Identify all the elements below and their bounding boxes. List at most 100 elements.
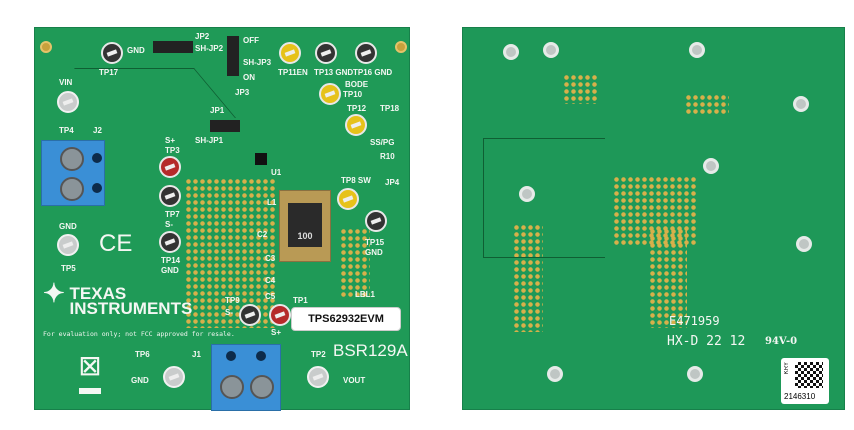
- test-point-tp16[interactable]: [355, 42, 377, 64]
- silk-text: JP4: [385, 178, 400, 187]
- test-point-tp8[interactable]: [337, 188, 359, 210]
- via: [703, 158, 719, 174]
- test-point-tp15[interactable]: [365, 210, 387, 232]
- silk-text: GND: [365, 248, 383, 257]
- silk-text: TP12: [347, 104, 367, 113]
- wire-hole: [226, 351, 236, 361]
- silk-text: TP2: [311, 350, 326, 359]
- silk-text: TP16 GND: [353, 68, 393, 77]
- test-point-tp6[interactable]: [163, 366, 185, 388]
- silk-text: R10: [380, 152, 395, 161]
- silk-text: SH-JP2: [195, 44, 224, 53]
- silk-text: TP7: [165, 210, 180, 219]
- date-code: HX-D 22 12: [667, 334, 746, 349]
- screw-icon: [250, 375, 274, 399]
- via-array: [513, 224, 543, 332]
- pcb-back: E471959 HX-D 22 12 94V-0 KRY 2146310: [462, 27, 845, 410]
- silk-text: C5: [265, 292, 276, 301]
- silk-text: TP3: [165, 146, 180, 155]
- serial-label: KRY 2146310: [781, 358, 829, 404]
- silk-text: TP8 SW: [341, 176, 371, 185]
- silk-text: TP13 GND: [314, 68, 354, 77]
- silk-text: TP11EN: [278, 68, 308, 77]
- via: [689, 42, 705, 58]
- silk-text: JP3: [235, 88, 250, 97]
- silk-text: JP1: [210, 106, 225, 115]
- silk-text: TP6: [135, 350, 150, 359]
- test-point-tp14[interactable]: [159, 231, 181, 253]
- test-point-tp1[interactable]: [269, 304, 291, 326]
- via-array: [340, 228, 370, 298]
- test-point-tp2[interactable]: [307, 366, 329, 388]
- silk-text: VIN: [59, 78, 73, 87]
- via: [519, 186, 535, 202]
- terminal-block-j2[interactable]: [41, 140, 105, 206]
- silk-text: S+: [271, 328, 282, 337]
- mounting-hole: [395, 41, 407, 53]
- via: [793, 96, 809, 112]
- silk-text: BODE: [345, 80, 369, 89]
- terminal-block-j1[interactable]: [211, 344, 281, 411]
- jumper-jp2[interactable]: [153, 41, 193, 53]
- ce-mark: CE: [99, 230, 133, 257]
- wire-hole: [92, 183, 102, 193]
- ti-wordmark-line2: INSTRUMENTS: [69, 299, 193, 318]
- datamatrix-code: [795, 362, 823, 388]
- jumper-jp3[interactable]: [227, 36, 239, 76]
- silk-text: J2: [93, 126, 102, 135]
- disclaimer: For evaluation only; not FCC approved fo…: [43, 330, 235, 338]
- test-point-tp13[interactable]: [315, 42, 337, 64]
- silk-text: ON: [243, 73, 255, 82]
- silk-text: S-: [225, 308, 233, 317]
- silk-text: TP10: [343, 90, 363, 99]
- jumper-jp1[interactable]: [210, 120, 240, 132]
- wire-hole: [256, 351, 266, 361]
- weee-bin-icon: ⊠: [78, 350, 102, 381]
- silk-text: SH-JP3: [243, 58, 272, 67]
- screw-icon: [60, 147, 84, 171]
- silk-text: LBL1: [355, 290, 375, 299]
- test-point-tp11[interactable]: [279, 42, 301, 64]
- ul-number: E471959: [669, 314, 720, 328]
- silk-text: TP15: [365, 238, 385, 247]
- silk-text: S-: [165, 220, 173, 229]
- silk-text: SH-JP1: [195, 136, 224, 145]
- weee-bar: [79, 388, 101, 394]
- silk-text: TP14: [161, 256, 181, 265]
- test-point-vin[interactable]: [57, 91, 79, 113]
- via-array: [185, 178, 275, 328]
- screw-icon: [60, 177, 84, 201]
- test-point-tp9[interactable]: [239, 304, 261, 326]
- test-point-tp10[interactable]: [319, 83, 341, 105]
- test-point-tp3[interactable]: [159, 156, 181, 178]
- screw-icon: [220, 375, 244, 399]
- mounting-hole: [40, 41, 52, 53]
- inductor-l1: 100: [279, 190, 331, 262]
- silk-text: C3: [265, 254, 276, 263]
- silk-text: TP18: [380, 104, 400, 113]
- test-point-tp5[interactable]: [57, 234, 79, 256]
- serial-number: 2146310: [784, 392, 816, 401]
- inductor-marking: 100: [288, 203, 322, 247]
- via-array: [563, 74, 599, 104]
- test-point-tp7[interactable]: [159, 185, 181, 207]
- silk-text: TP17: [99, 68, 119, 77]
- via: [796, 236, 812, 252]
- board-label: TPS62932EVM: [291, 307, 401, 331]
- revision-text: BSR129A: [333, 341, 408, 360]
- ti-wordmark-line1: TEXAS: [69, 284, 127, 303]
- wire-hole: [92, 153, 102, 163]
- qr-text: KRY: [784, 362, 790, 375]
- silk-text: GND: [161, 266, 179, 275]
- ti-logo-icon: ✦: [43, 278, 65, 308]
- silk-text: S+: [165, 136, 176, 145]
- test-point-tp12[interactable]: [345, 114, 367, 136]
- pcb-front: TP17 GND JP2 SH-JP2 OFF SH-JP3 ON JP3 JP…: [34, 27, 410, 411]
- silk-text: SS/PG: [370, 138, 395, 147]
- silk-text: GND: [59, 222, 77, 231]
- silk-text: GND: [127, 46, 145, 55]
- via: [543, 42, 559, 58]
- test-point-tp17[interactable]: [101, 42, 123, 64]
